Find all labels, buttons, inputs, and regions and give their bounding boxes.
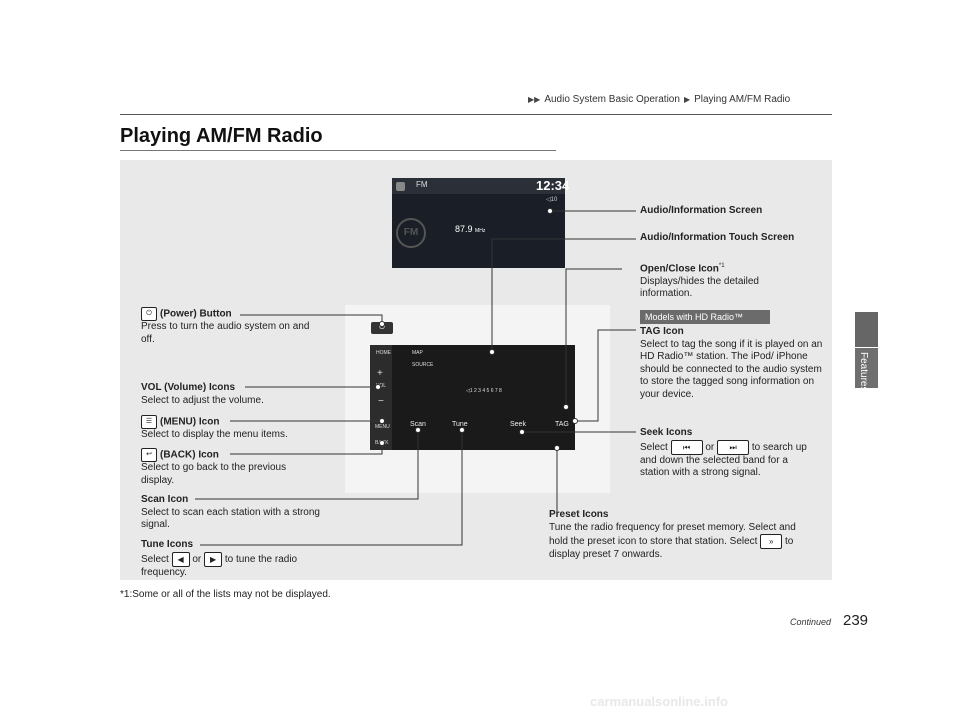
power-button[interactable]: ⏻ [371, 322, 393, 334]
title-rule [120, 150, 556, 151]
volume-level: ◁10 [546, 197, 558, 203]
seek-button[interactable]: Seek [510, 421, 526, 428]
page-title: Playing AM/FM Radio [120, 125, 323, 147]
top-rule [120, 114, 832, 115]
control-strip [370, 345, 392, 450]
fm-logo: FM [396, 218, 426, 248]
vol-label: VOL [376, 383, 387, 389]
breadcrumb-part1: Audio System Basic Operation [544, 94, 680, 105]
scan-button[interactable]: Scan [410, 421, 426, 428]
frequency: 87.9 MHz [455, 224, 486, 234]
volume-up-icon[interactable]: + [377, 368, 383, 379]
audio-screen-label: Audio/Information Screen [640, 205, 763, 216]
side-tab-features [855, 348, 878, 388]
page-number: 239 [843, 612, 869, 629]
hd-radio-badge: Models with HD Radio™ [640, 310, 770, 324]
side-tab-label: Features [858, 352, 869, 392]
seek-down-icon: ⏮ [670, 439, 703, 455]
home-icon[interactable]: HOME [376, 350, 391, 356]
band-label: FM [416, 180, 428, 189]
breadcrumb: ▶▶ Audio System Basic Operation ▶ Playin… [528, 94, 790, 105]
arrow-icon: ▶▶ [528, 95, 541, 104]
footnote: *1:Some or all of the lists may not be d… [120, 589, 331, 600]
continued-label: Continued [790, 617, 832, 627]
tune-down-icon: ◀ [171, 551, 190, 567]
volume-down-icon[interactable]: − [378, 396, 384, 407]
side-tab-marker [855, 312, 878, 347]
menu-icon[interactable]: MENU [375, 424, 390, 430]
menu-icon: ☰ [141, 415, 157, 429]
power-icon: ⏻ [141, 307, 157, 321]
back-icon: ↩ [141, 448, 157, 462]
clock: 12:34 [536, 178, 570, 193]
screen-status-bar [392, 178, 565, 194]
arrow-icon: ▶ [683, 95, 691, 104]
tag-button[interactable]: TAG [555, 421, 569, 428]
touch-screen-label: Audio/Information Touch Screen [640, 232, 795, 243]
watermark: carmanualsonline.info [590, 694, 728, 709]
map-tab[interactable]: MAP [412, 350, 423, 356]
source-tab[interactable]: SOURCE [412, 362, 434, 368]
breadcrumb-part2: Playing AM/FM Radio [694, 94, 791, 105]
preset-row[interactable]: ◁1 2 3 4 5 6 7 8 [466, 388, 502, 394]
tune-button[interactable]: Tune [452, 421, 468, 428]
next-page-icon: » [760, 534, 783, 549]
status-icon [396, 182, 405, 191]
seek-up-icon: ⏭ [717, 439, 750, 455]
tune-up-icon: ▶ [204, 551, 223, 567]
